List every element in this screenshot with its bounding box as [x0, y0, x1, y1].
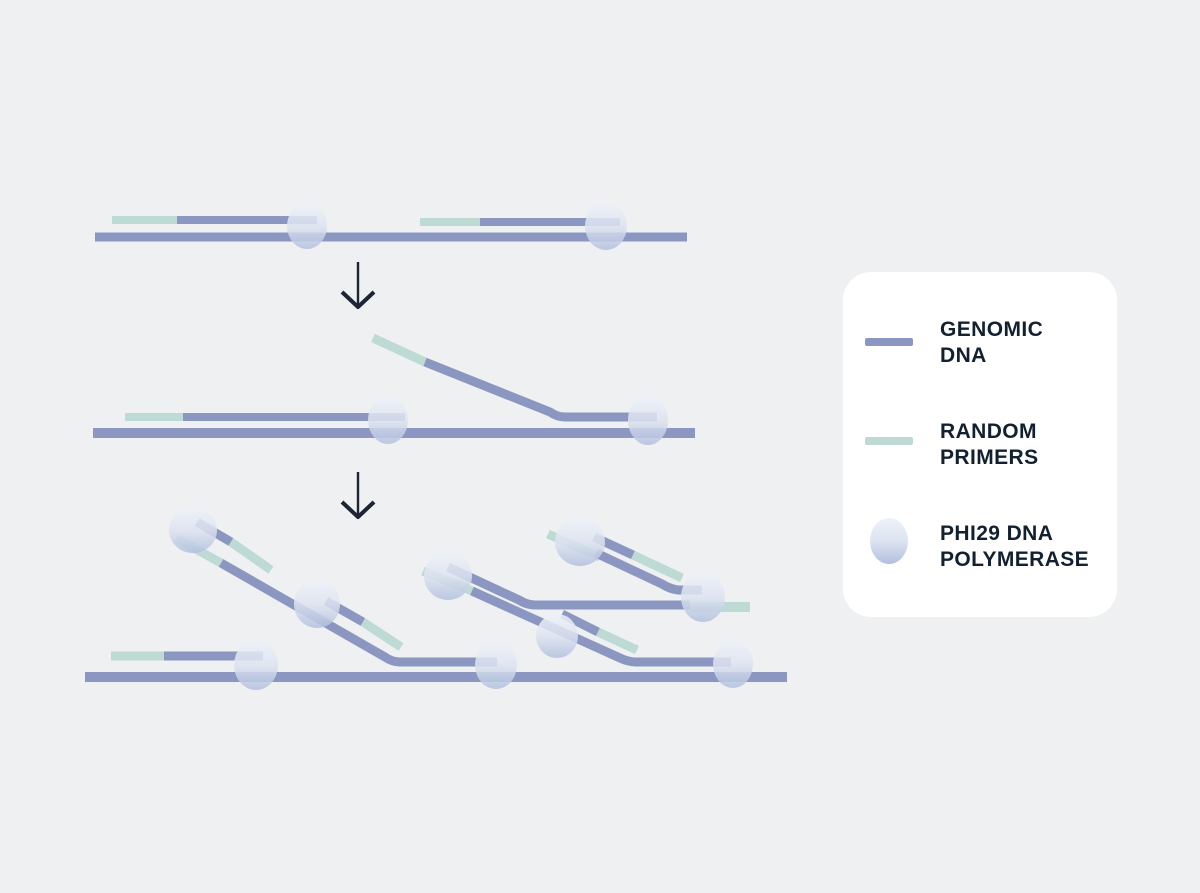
- phi29-polymerase-blob: [169, 507, 217, 553]
- legend-label: GENOMIC: [940, 318, 1043, 341]
- arrow-head: [340, 290, 376, 309]
- legend-label: PHI29 DNA: [940, 522, 1053, 545]
- random-primer-segment: [631, 550, 684, 583]
- legend-label: PRIMERS: [940, 446, 1038, 469]
- legend-label: RANDOM: [940, 420, 1037, 443]
- random-primer-segment: [360, 618, 404, 651]
- phi29-polymerase-swatch: [870, 518, 908, 564]
- random-primer-segment: [228, 538, 274, 574]
- phi29-polymerase-blob: [681, 572, 725, 622]
- stage-1-primer-annealing: [95, 202, 687, 250]
- phi29-polymerase-blob: [475, 641, 517, 689]
- stage-3-hyperbranching: [85, 507, 787, 690]
- random-primer-segment: [596, 627, 639, 655]
- phi29-polymerase-blob: [536, 614, 578, 658]
- phi29-polymerase-blob: [424, 552, 472, 600]
- legend-card: [843, 272, 1117, 617]
- displaced-strand: [218, 559, 497, 667]
- phi29-polymerase-blob: [555, 518, 605, 566]
- stage-2-strand-displacement: [93, 333, 695, 445]
- random-primers-swatch: [865, 437, 913, 445]
- phi29-polymerase-blob: [713, 640, 753, 688]
- displaced-strand: [470, 586, 731, 667]
- arrow-head: [340, 500, 376, 519]
- phi29-polymerase-blob: [294, 580, 340, 628]
- phi29-polymerase-blob: [234, 640, 278, 690]
- legend-label: DNA: [940, 344, 987, 367]
- down-arrow-icon: [340, 262, 376, 309]
- displaced-strand: [423, 357, 657, 422]
- legend: GENOMIC DNA RANDOM PRIMERS PHI29 DNA POL…: [843, 272, 1117, 617]
- displaced-strand: [446, 562, 690, 610]
- random-primer-segment: [371, 333, 427, 367]
- legend-label: POLYMERASE: [940, 548, 1089, 571]
- phi29-polymerase-blob: [628, 395, 668, 445]
- genomic-dna-swatch: [865, 338, 913, 346]
- branch-dna-segment: [559, 609, 601, 637]
- phi29-polymerase-blob: [368, 396, 408, 444]
- down-arrow-icon: [340, 472, 376, 519]
- phi29-polymerase-blob: [585, 202, 627, 250]
- displaced-strand: [594, 548, 702, 595]
- phi29-polymerase-blob: [287, 203, 327, 249]
